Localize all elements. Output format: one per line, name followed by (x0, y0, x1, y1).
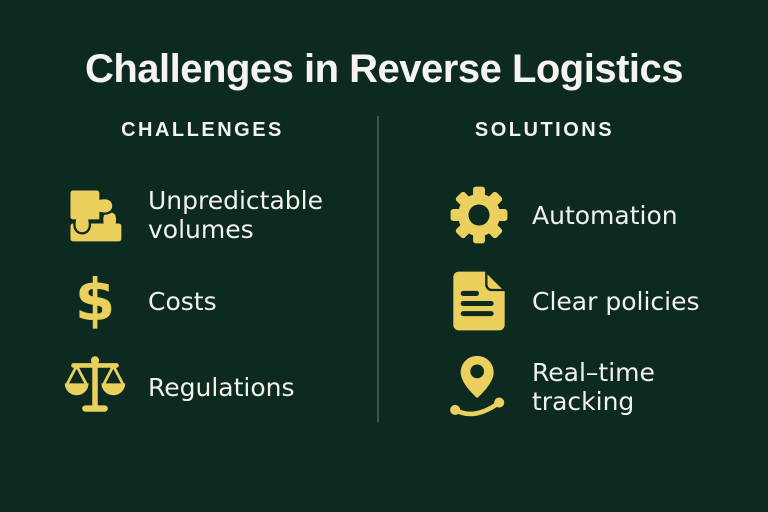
dollar-glyph: $ (74, 265, 116, 334)
challenges-column: Unpredictable volumes $ Costs (62, 172, 353, 430)
solution-row: Automation (446, 172, 737, 258)
challenge-label: Unpredictable volumes (148, 186, 323, 244)
challenge-row: $ Costs (62, 258, 353, 344)
challenge-label: Costs (148, 286, 217, 316)
dollar-icon: $ (62, 268, 128, 334)
solution-row: Real–time tracking (446, 344, 737, 430)
solution-label: Clear policies (532, 286, 700, 316)
solution-row: Clear policies (446, 258, 737, 344)
location-route-icon (446, 354, 512, 420)
challenge-label: Regulations (148, 372, 295, 402)
solution-label: Real–time tracking (532, 358, 655, 416)
gear-icon (446, 182, 512, 248)
puzzle-icon (62, 182, 128, 248)
solution-label: Automation (532, 200, 678, 230)
column-divider (377, 116, 379, 422)
solutions-header: SOLUTIONS (474, 119, 615, 141)
document-icon (446, 268, 512, 334)
page-title: Challenges in Reverse Logistics (84, 47, 684, 91)
challenges-header: CHALLENGES (121, 119, 284, 141)
scales-icon (62, 354, 128, 420)
challenge-row: Unpredictable volumes (62, 172, 353, 258)
challenge-row: Regulations (62, 344, 353, 430)
solutions-column: Automation Clear policies (446, 172, 737, 430)
